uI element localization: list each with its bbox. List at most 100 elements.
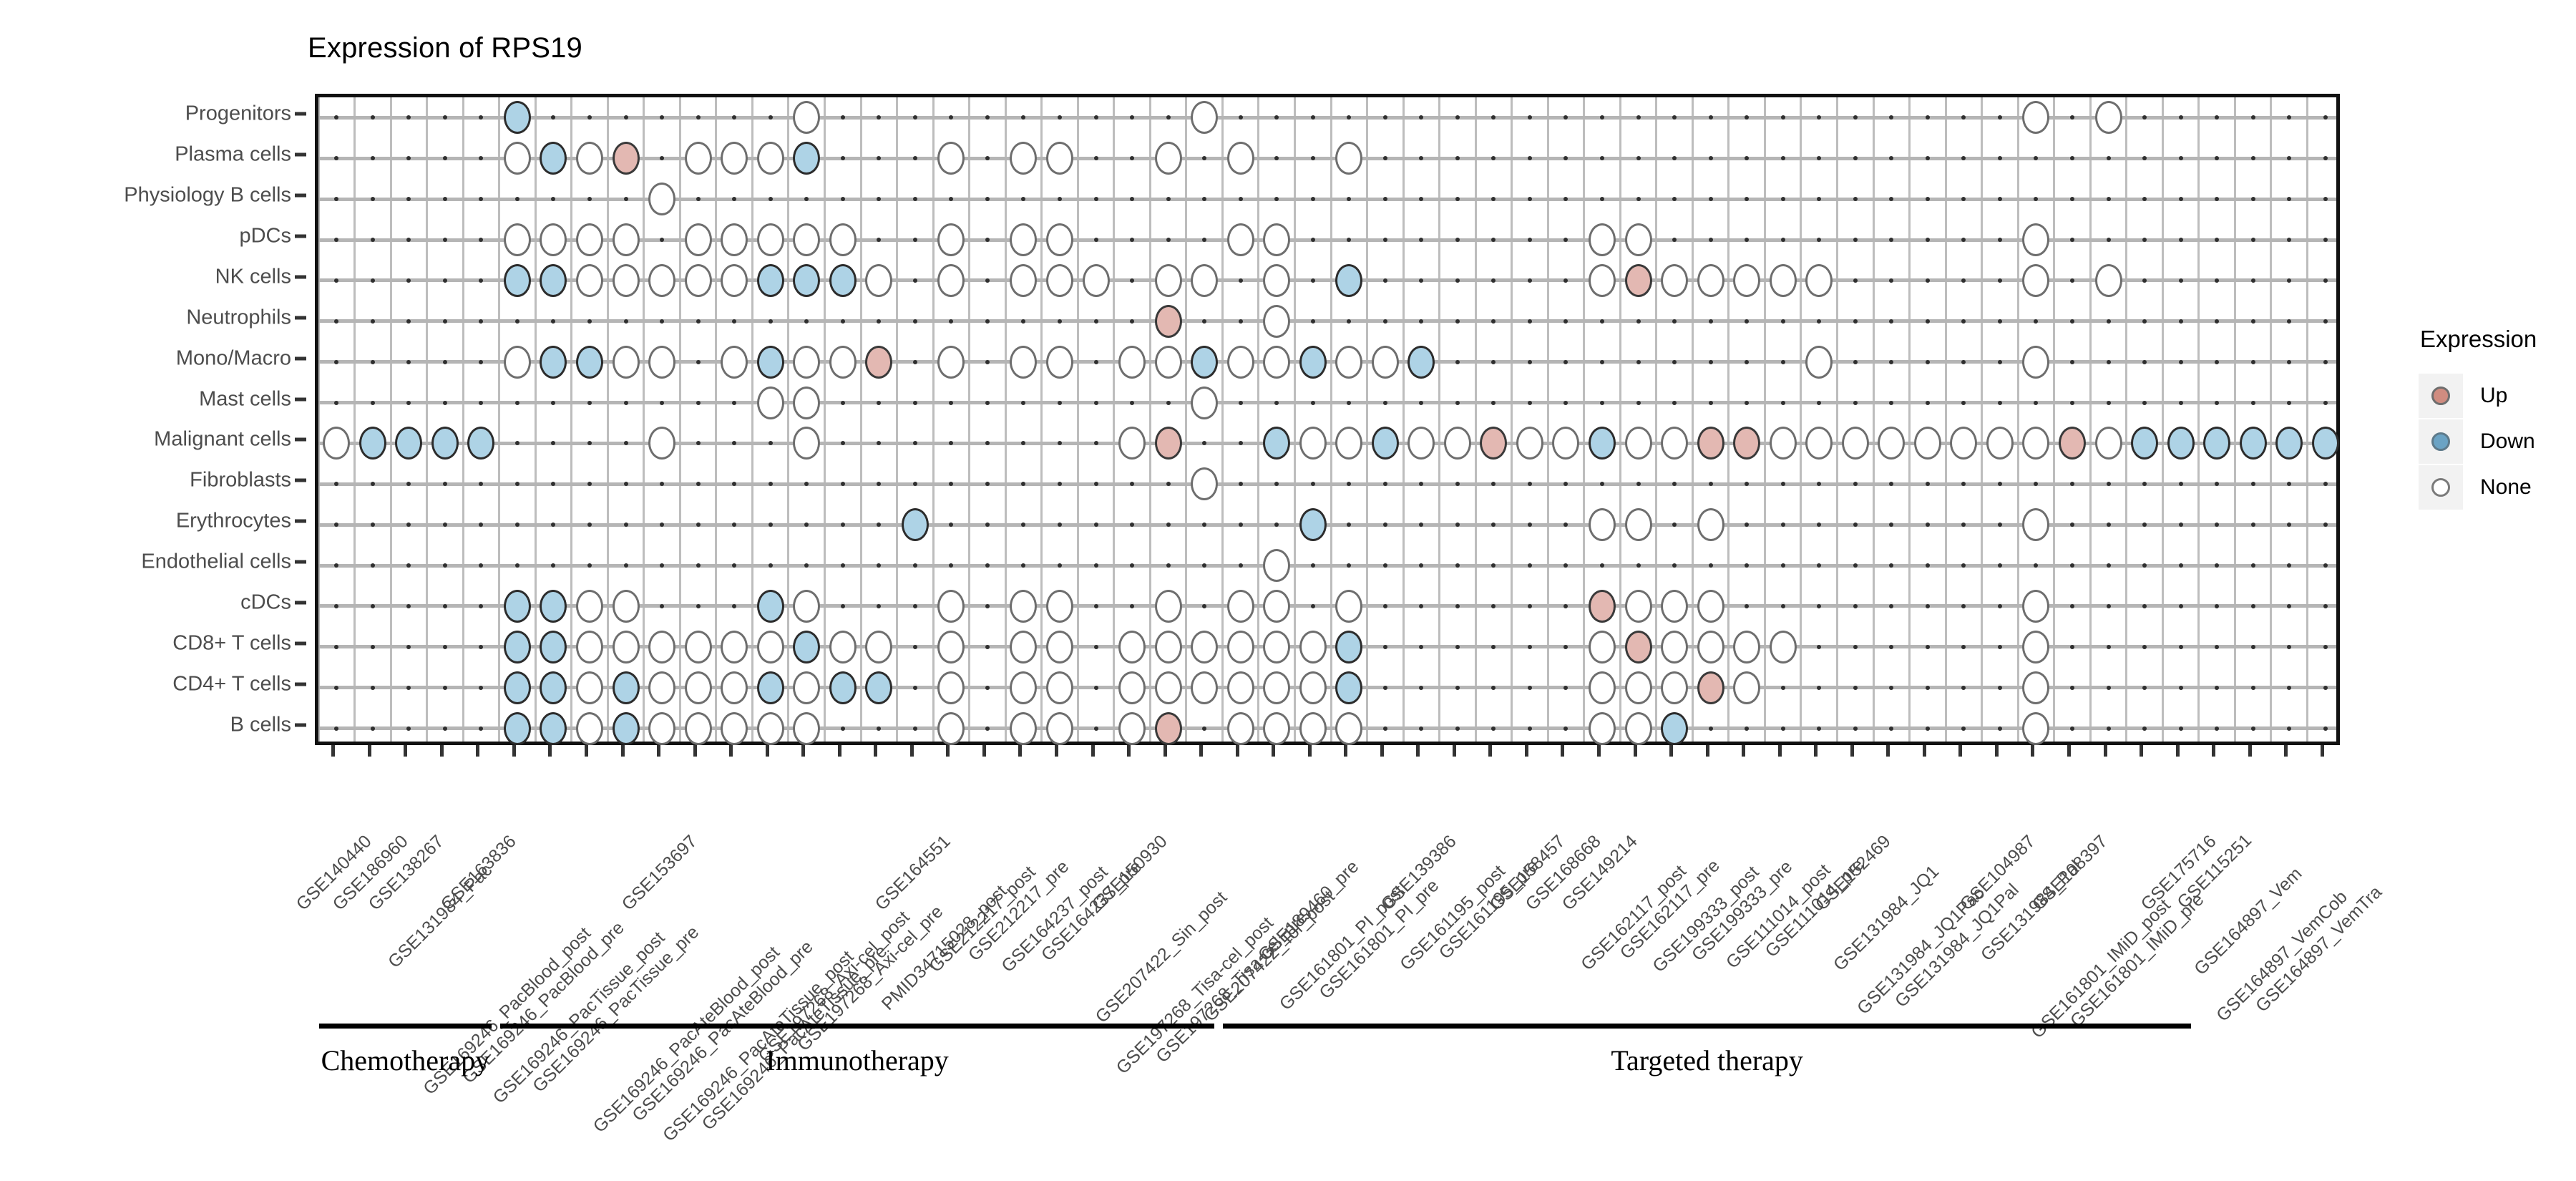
data-point[interactable]	[1191, 671, 1219, 704]
data-point[interactable]	[1045, 630, 1073, 664]
data-point[interactable]	[1010, 223, 1038, 257]
data-point[interactable]	[1263, 549, 1291, 583]
data-point[interactable]	[612, 345, 640, 379]
data-point[interactable]	[1263, 630, 1291, 664]
data-point[interactable]	[721, 223, 748, 257]
data-point[interactable]	[503, 142, 531, 175]
data-point[interactable]	[1589, 427, 1616, 460]
data-point[interactable]	[1299, 711, 1327, 745]
data-point[interactable]	[1226, 671, 1254, 704]
data-point[interactable]	[937, 142, 965, 175]
data-point[interactable]	[1263, 589, 1291, 623]
data-point[interactable]	[1191, 467, 1219, 501]
data-point[interactable]	[648, 427, 676, 460]
data-point[interactable]	[2022, 345, 2050, 379]
data-point[interactable]	[612, 142, 640, 175]
data-point[interactable]	[1697, 671, 1724, 704]
data-point[interactable]	[937, 589, 965, 623]
data-point[interactable]	[1299, 671, 1327, 704]
data-point[interactable]	[1045, 142, 1073, 175]
data-point[interactable]	[793, 142, 821, 175]
data-point[interactable]	[1154, 711, 1182, 745]
data-point[interactable]	[1154, 427, 1182, 460]
data-point[interactable]	[540, 711, 567, 745]
data-point[interactable]	[576, 671, 604, 704]
data-point[interactable]	[793, 427, 821, 460]
data-point[interactable]	[2022, 671, 2050, 704]
data-point[interactable]	[540, 671, 567, 704]
data-point[interactable]	[1299, 630, 1327, 664]
data-point[interactable]	[1407, 345, 1435, 379]
data-point[interactable]	[1733, 630, 1761, 664]
data-point[interactable]	[1407, 427, 1435, 460]
data-point[interactable]	[1263, 711, 1291, 745]
data-point[interactable]	[756, 345, 784, 379]
data-point[interactable]	[937, 630, 965, 664]
data-point[interactable]	[721, 263, 748, 297]
data-point[interactable]	[1010, 671, 1038, 704]
data-point[interactable]	[1661, 427, 1689, 460]
data-point[interactable]	[1624, 671, 1652, 704]
data-point[interactable]	[648, 630, 676, 664]
data-point[interactable]	[793, 223, 821, 257]
data-point[interactable]	[1335, 345, 1363, 379]
data-point[interactable]	[1624, 427, 1652, 460]
data-point[interactable]	[1045, 671, 1073, 704]
data-point[interactable]	[721, 711, 748, 745]
data-point[interactable]	[793, 630, 821, 664]
data-point[interactable]	[1516, 427, 1543, 460]
data-point[interactable]	[1191, 101, 1219, 135]
data-point[interactable]	[1226, 223, 1254, 257]
data-point[interactable]	[1191, 386, 1219, 419]
data-point[interactable]	[1154, 345, 1182, 379]
data-point[interactable]	[865, 671, 893, 704]
data-point[interactable]	[756, 589, 784, 623]
data-point[interactable]	[721, 345, 748, 379]
data-point[interactable]	[1335, 142, 1363, 175]
data-point[interactable]	[1154, 263, 1182, 297]
data-point[interactable]	[395, 427, 423, 460]
data-point[interactable]	[1045, 711, 1073, 745]
data-point[interactable]	[1263, 345, 1291, 379]
data-point[interactable]	[1697, 630, 1724, 664]
data-point[interactable]	[756, 386, 784, 419]
data-point[interactable]	[793, 671, 821, 704]
data-point[interactable]	[684, 142, 712, 175]
data-point[interactable]	[829, 223, 857, 257]
data-point[interactable]	[1010, 263, 1038, 297]
data-point[interactable]	[1263, 671, 1291, 704]
data-point[interactable]	[937, 671, 965, 704]
data-point[interactable]	[540, 345, 567, 379]
data-point[interactable]	[865, 630, 893, 664]
data-point[interactable]	[1661, 711, 1689, 745]
data-point[interactable]	[1226, 142, 1254, 175]
data-point[interactable]	[503, 345, 531, 379]
data-point[interactable]	[1950, 427, 1978, 460]
data-point[interactable]	[1589, 223, 1616, 257]
data-point[interactable]	[1118, 671, 1146, 704]
data-point[interactable]	[1589, 630, 1616, 664]
data-point[interactable]	[576, 223, 604, 257]
data-point[interactable]	[2094, 427, 2122, 460]
data-point[interactable]	[323, 427, 351, 460]
data-point[interactable]	[503, 263, 531, 297]
data-point[interactable]	[576, 630, 604, 664]
data-point[interactable]	[1589, 589, 1616, 623]
data-point[interactable]	[1045, 263, 1073, 297]
data-point[interactable]	[1335, 711, 1363, 745]
data-point[interactable]	[829, 263, 857, 297]
data-point[interactable]	[1589, 671, 1616, 704]
data-point[interactable]	[684, 630, 712, 664]
data-point[interactable]	[2094, 263, 2122, 297]
data-point[interactable]	[1010, 711, 1038, 745]
data-point[interactable]	[1263, 223, 1291, 257]
data-point[interactable]	[2058, 427, 2086, 460]
data-point[interactable]	[1552, 427, 1580, 460]
data-point[interactable]	[1118, 711, 1146, 745]
data-point[interactable]	[540, 589, 567, 623]
data-point[interactable]	[1335, 263, 1363, 297]
legend-item[interactable]: None	[2419, 465, 2576, 510]
data-point[interactable]	[1805, 263, 1833, 297]
data-point[interactable]	[1010, 345, 1038, 379]
data-point[interactable]	[756, 263, 784, 297]
